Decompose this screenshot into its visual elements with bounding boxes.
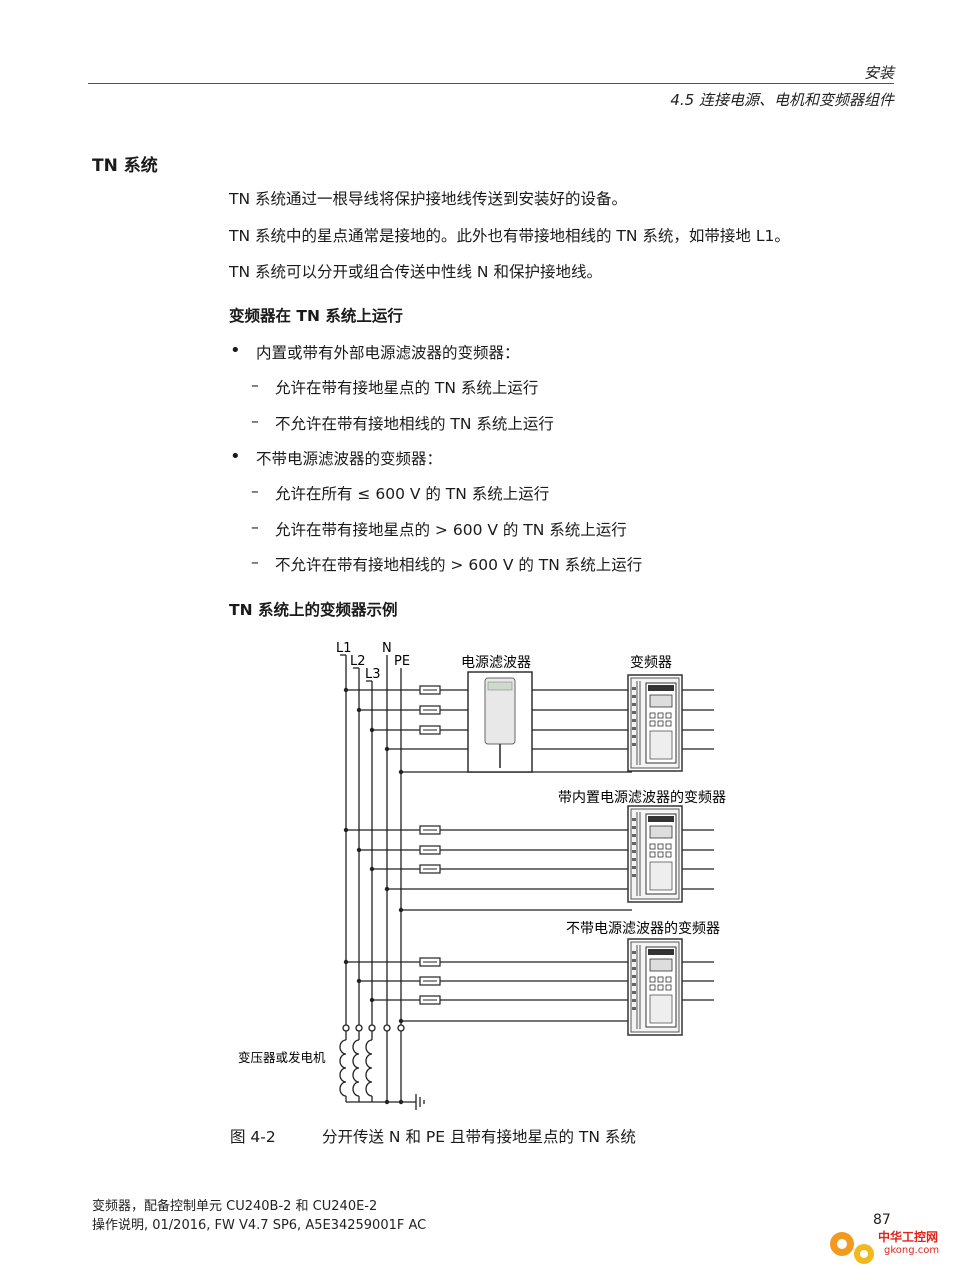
bullet-2-item-2: 允许在带有接地星点的 > 600 V 的 TN 系统上运行 [251,518,627,540]
fuse-icon [419,685,441,695]
bullet-2: 不带电源滤波器的变频器： [230,446,442,469]
fuse-icon [419,995,441,1005]
label-inverter: 变频器 [630,655,672,671]
label-transformer: 变压器或发电机 [238,1050,326,1065]
label-l3: L3 [365,667,381,682]
label-inverter-internal-filter: 带内置电源滤波器的变频器 [558,790,726,806]
page-number: 87 [873,1212,891,1228]
footer-product: 变频器，配备控制单元 CU240B-2 和 CU240E-2 [92,1199,378,1214]
subheading-operation: 变频器在 TN 系统上运行 [229,307,403,325]
bullet-1-item-2: 不允许在带有接地相线的 TN 系统上运行 [251,412,554,434]
inverter-icon [627,805,683,903]
fuse-icon [419,957,441,967]
watermark-url: gkong.com [884,1245,940,1256]
paragraph-2: TN 系统中的星点通常是接地的。此外也有带接地相线的 TN 系统，如带接地 L1… [229,227,790,245]
inverter-icon [627,938,683,1036]
fuse-icon [419,845,441,855]
label-l2: L2 [350,654,366,669]
watermark: 中华工控网 gkong.com [822,1222,954,1272]
fuse-icon [419,976,441,986]
gear-icon [830,1232,874,1264]
fuse-icon [419,864,441,874]
label-line-filter: 电源滤波器 [461,655,531,671]
label-n: N [382,641,392,656]
transformer-coil-icon [339,1024,416,1103]
label-pe: PE [394,654,410,669]
bullet-1-item-1: 允许在带有接地星点的 TN 系统上运行 [251,376,538,398]
figure-caption: 分开传送 N 和 PE 且带有接地星点的 TN 系统 [322,1128,636,1146]
bullet-2-item-3: 不允许在带有接地相线的 > 600 V 的 TN 系统上运行 [251,553,642,575]
paragraph-1: TN 系统通过一根导线将保护接地线传送到安装好的设备。 [229,190,627,208]
label-l1: L1 [336,641,352,656]
line-filter-icon [467,671,533,773]
subheading-example: TN 系统上的变频器示例 [229,601,398,619]
ground-icon [415,1094,425,1110]
bullet-2-item-1: 允许在所有 ≤ 600 V 的 TN 系统上运行 [251,482,549,504]
watermark-text: 中华工控网 [878,1230,939,1244]
header-section: 4.5 连接电源、电机和变频器组件 [670,91,894,109]
figure-number: 图 4-2 [230,1128,276,1146]
bullet-1: 内置或带有外部电源滤波器的变频器： [230,340,519,363]
fuse-icon [419,705,441,715]
header-rule [88,83,894,84]
paragraph-3: TN 系统可以分开或组合传送中性线 N 和保护接地线。 [229,263,602,281]
header-chapter: 安装 [863,64,894,82]
fuse-icon [419,725,441,735]
fuse-icon [419,825,441,835]
inverter-icon [627,674,683,772]
section-title: TN 系统 [92,156,158,176]
footer-edition: 操作说明, 01/2016, FW V4.7 SP6, A5E34259001F… [92,1218,427,1233]
label-inverter-no-filter: 不带电源滤波器的变频器 [566,921,720,937]
